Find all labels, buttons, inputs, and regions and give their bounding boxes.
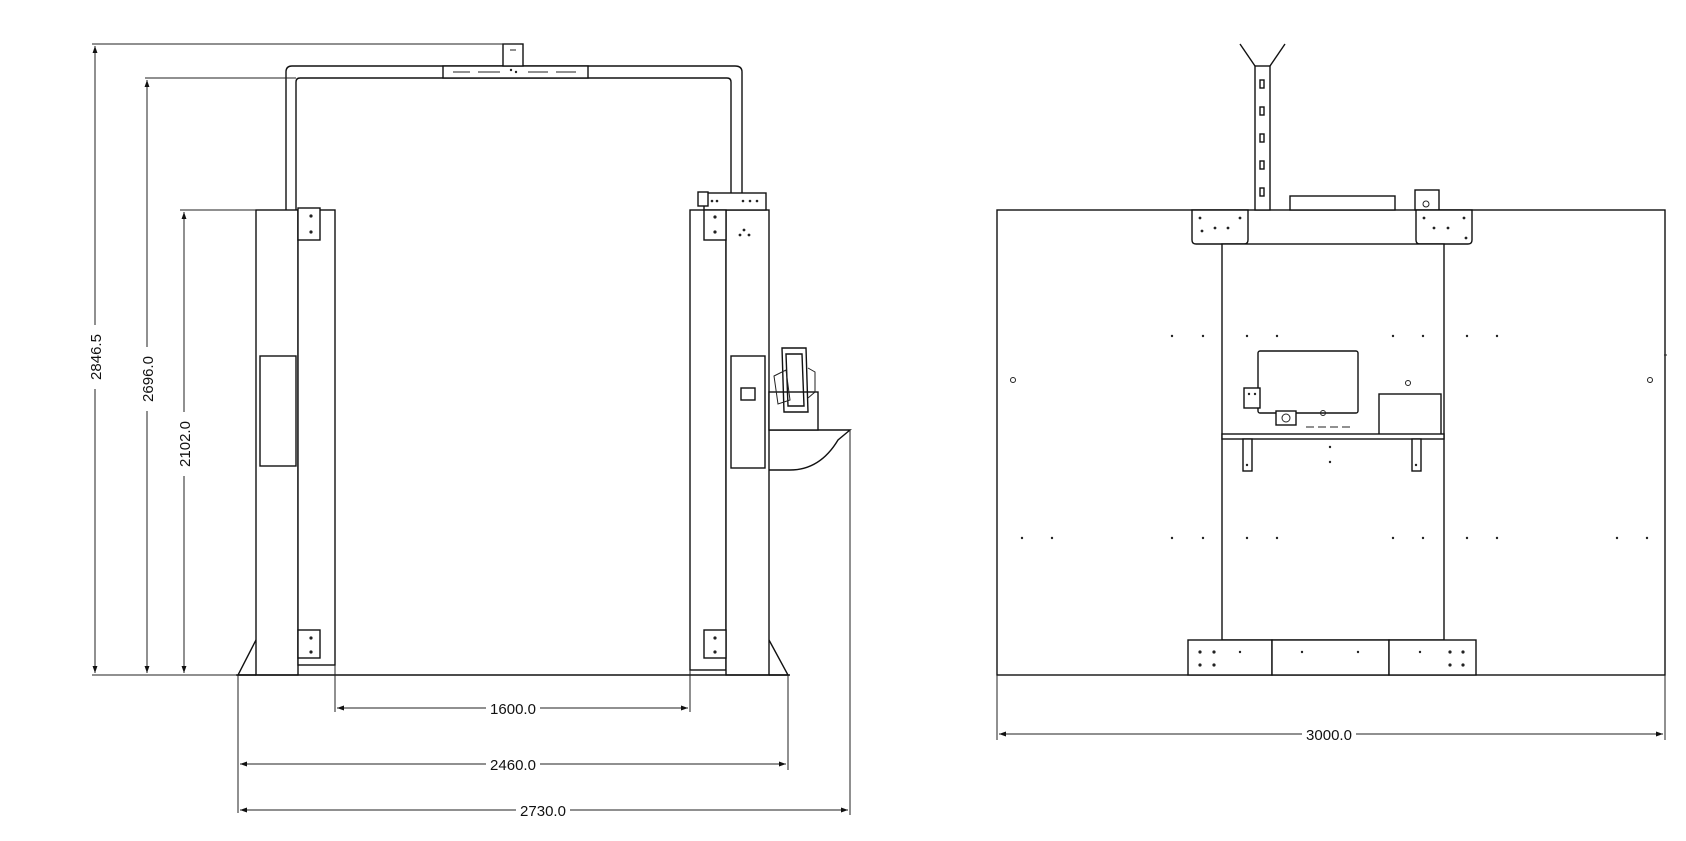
dim-overall-width: 2730.0 <box>520 803 566 820</box>
dim-base-width: 2460.0 <box>490 757 536 774</box>
right-column <box>689 191 790 676</box>
left-access-panel <box>259 355 297 467</box>
dim-panel-height: 2102.0 <box>177 421 194 467</box>
right-access-panel <box>730 355 766 469</box>
front-vertical-dimensions: 2846.5 2696.0 2102.0 <box>84 43 520 676</box>
left-column <box>236 207 336 676</box>
side-inner-frame <box>1221 243 1445 641</box>
dim-side-length: 3000.0 <box>1306 727 1352 744</box>
base-blocks <box>1187 639 1477 676</box>
front-view: 2846.5 2696.0 2102.0 1600.0 2460.0 2730.… <box>84 43 852 820</box>
fastener-dots <box>1020 334 1649 540</box>
dim-total-height: 2846.5 <box>88 334 105 380</box>
overhead-arch <box>285 43 743 210</box>
front-horizontal-dimensions: 1600.0 2460.0 2730.0 <box>237 665 848 820</box>
overhead-post <box>1239 43 1440 211</box>
side-length-dimension: 3000.0 <box>996 675 1666 744</box>
dim-inner-width: 1600.0 <box>490 701 536 718</box>
side-view: 3000.0 <box>996 43 1667 744</box>
monitor-box <box>1378 393 1442 437</box>
control-panel <box>1221 350 1445 472</box>
operator-console <box>768 347 852 815</box>
dim-arch-height: 2696.0 <box>140 356 157 402</box>
